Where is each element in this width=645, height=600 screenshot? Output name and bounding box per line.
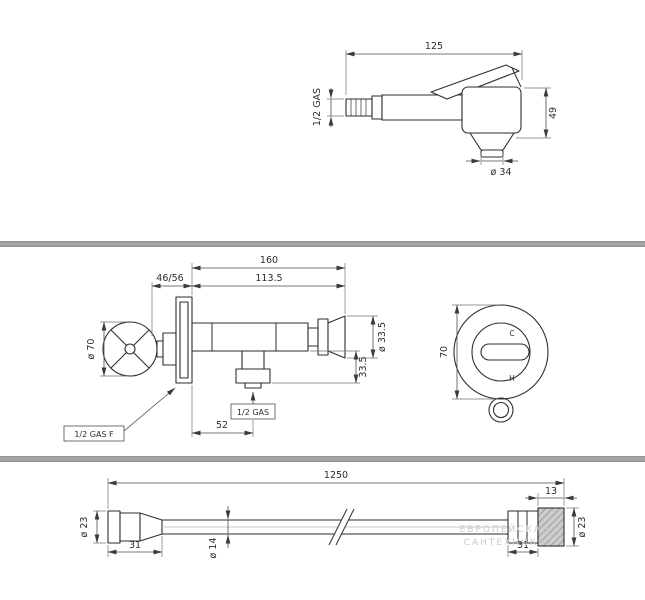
dim-label-half-gas: 1/2 GAS	[312, 88, 323, 126]
spout-cone	[327, 315, 346, 359]
dim-outlet-offset: 52	[191, 385, 254, 437]
label-outlet-thread: 1/2 GAS	[230, 391, 276, 420]
panel-handshower: 125 49 1/2 GAS ø 34	[312, 41, 559, 178]
dim-label-125: 125	[425, 41, 443, 52]
panel-valve: 160 46/56 113.5 ø 70 ø 33.5 33.5	[63, 255, 549, 442]
watermark-line2: САНТЕХНИКА	[464, 538, 547, 548]
dim-label-13: 13	[545, 486, 557, 497]
dim-hose-right-diameter: ø 23	[566, 507, 588, 547]
dim-face-diameter: 70	[439, 304, 498, 400]
handshower-lever	[430, 64, 520, 100]
dim-outlet-drop: 33.5	[272, 350, 369, 384]
dim-hose-end-width: 13	[525, 486, 577, 506]
dim-label-1250: 1250	[324, 470, 348, 481]
dim-valve-total-length: 160	[191, 255, 346, 314]
separator-bar-top	[0, 241, 645, 247]
hose-left-cap	[107, 510, 121, 544]
watermark: ЕВРОПЕЙСКАЯ САНТЕХНИКА	[460, 523, 551, 548]
valve-side-view	[102, 296, 346, 389]
dim-hose-left-diameter: ø 23	[79, 510, 106, 544]
dim-hose-right-nut-length: 31	[507, 540, 539, 557]
handshower-head	[461, 86, 522, 134]
front-outlet	[488, 397, 514, 423]
dim-handshower-height: 49	[516, 87, 559, 139]
dim-label-left-31: 31	[129, 540, 141, 551]
valve-front-view: C H	[453, 304, 549, 423]
hose-break	[329, 509, 354, 545]
dim-spout-diameter: ø 33.5	[347, 315, 388, 359]
dim-label-160: 160	[260, 255, 278, 266]
dim-label-46-56: 46/56	[156, 273, 183, 284]
dim-hose-left-nut-length: 31	[107, 536, 163, 557]
separator-bar-bottom	[0, 456, 645, 462]
dim-label-49: 49	[548, 107, 559, 119]
watermark-line1: ЕВРОПЕЙСКАЯ	[460, 523, 551, 535]
label-half-gas: 1/2 GAS	[237, 408, 269, 417]
dim-label-right-d23: ø 23	[577, 517, 588, 538]
dim-handshower-inlet-thread: 1/2 GAS	[312, 88, 344, 127]
dim-label-left-d23: ø 23	[79, 517, 90, 538]
label-inlet-thread: 1/2 GAS F	[63, 387, 176, 442]
panel-hose: 1250 13 ø 23 31 ø 14	[79, 470, 588, 558]
hose-drawing	[107, 507, 565, 547]
front-lever	[480, 343, 530, 361]
dim-label-d33-5: ø 33.5	[377, 322, 388, 352]
label-half-gas-f: 1/2 GAS F	[74, 430, 114, 439]
dim-label-right-31: 31	[517, 540, 529, 551]
dim-label-70: 70	[439, 346, 450, 358]
dim-hose-diameter: ø 14	[208, 506, 231, 559]
dim-label-33-5: 33.5	[358, 356, 369, 377]
dim-label-52: 52	[216, 420, 228, 431]
dim-label-d34: ø 34	[491, 167, 512, 178]
dim-label-d70: ø 70	[86, 339, 97, 360]
down-outlet	[241, 350, 265, 370]
hose-right-end-block	[537, 507, 565, 547]
handshower-nozzle	[480, 149, 504, 158]
dim-label-113-5: 113.5	[255, 273, 282, 284]
dim-handshower-outlet: ø 34	[466, 153, 518, 178]
handshower-drawing	[345, 64, 522, 158]
dim-valve-chain: 46/56 113.5	[151, 273, 346, 336]
dim-handle-diameter: ø 70	[86, 321, 128, 377]
cold-mark: C	[509, 329, 514, 338]
dim-hose-length: 1250	[107, 470, 565, 509]
dim-label-d14: ø 14	[208, 538, 219, 559]
hot-mark: H	[509, 374, 515, 383]
valve-body	[191, 322, 309, 352]
dim-handshower-length: 125	[345, 41, 523, 95]
